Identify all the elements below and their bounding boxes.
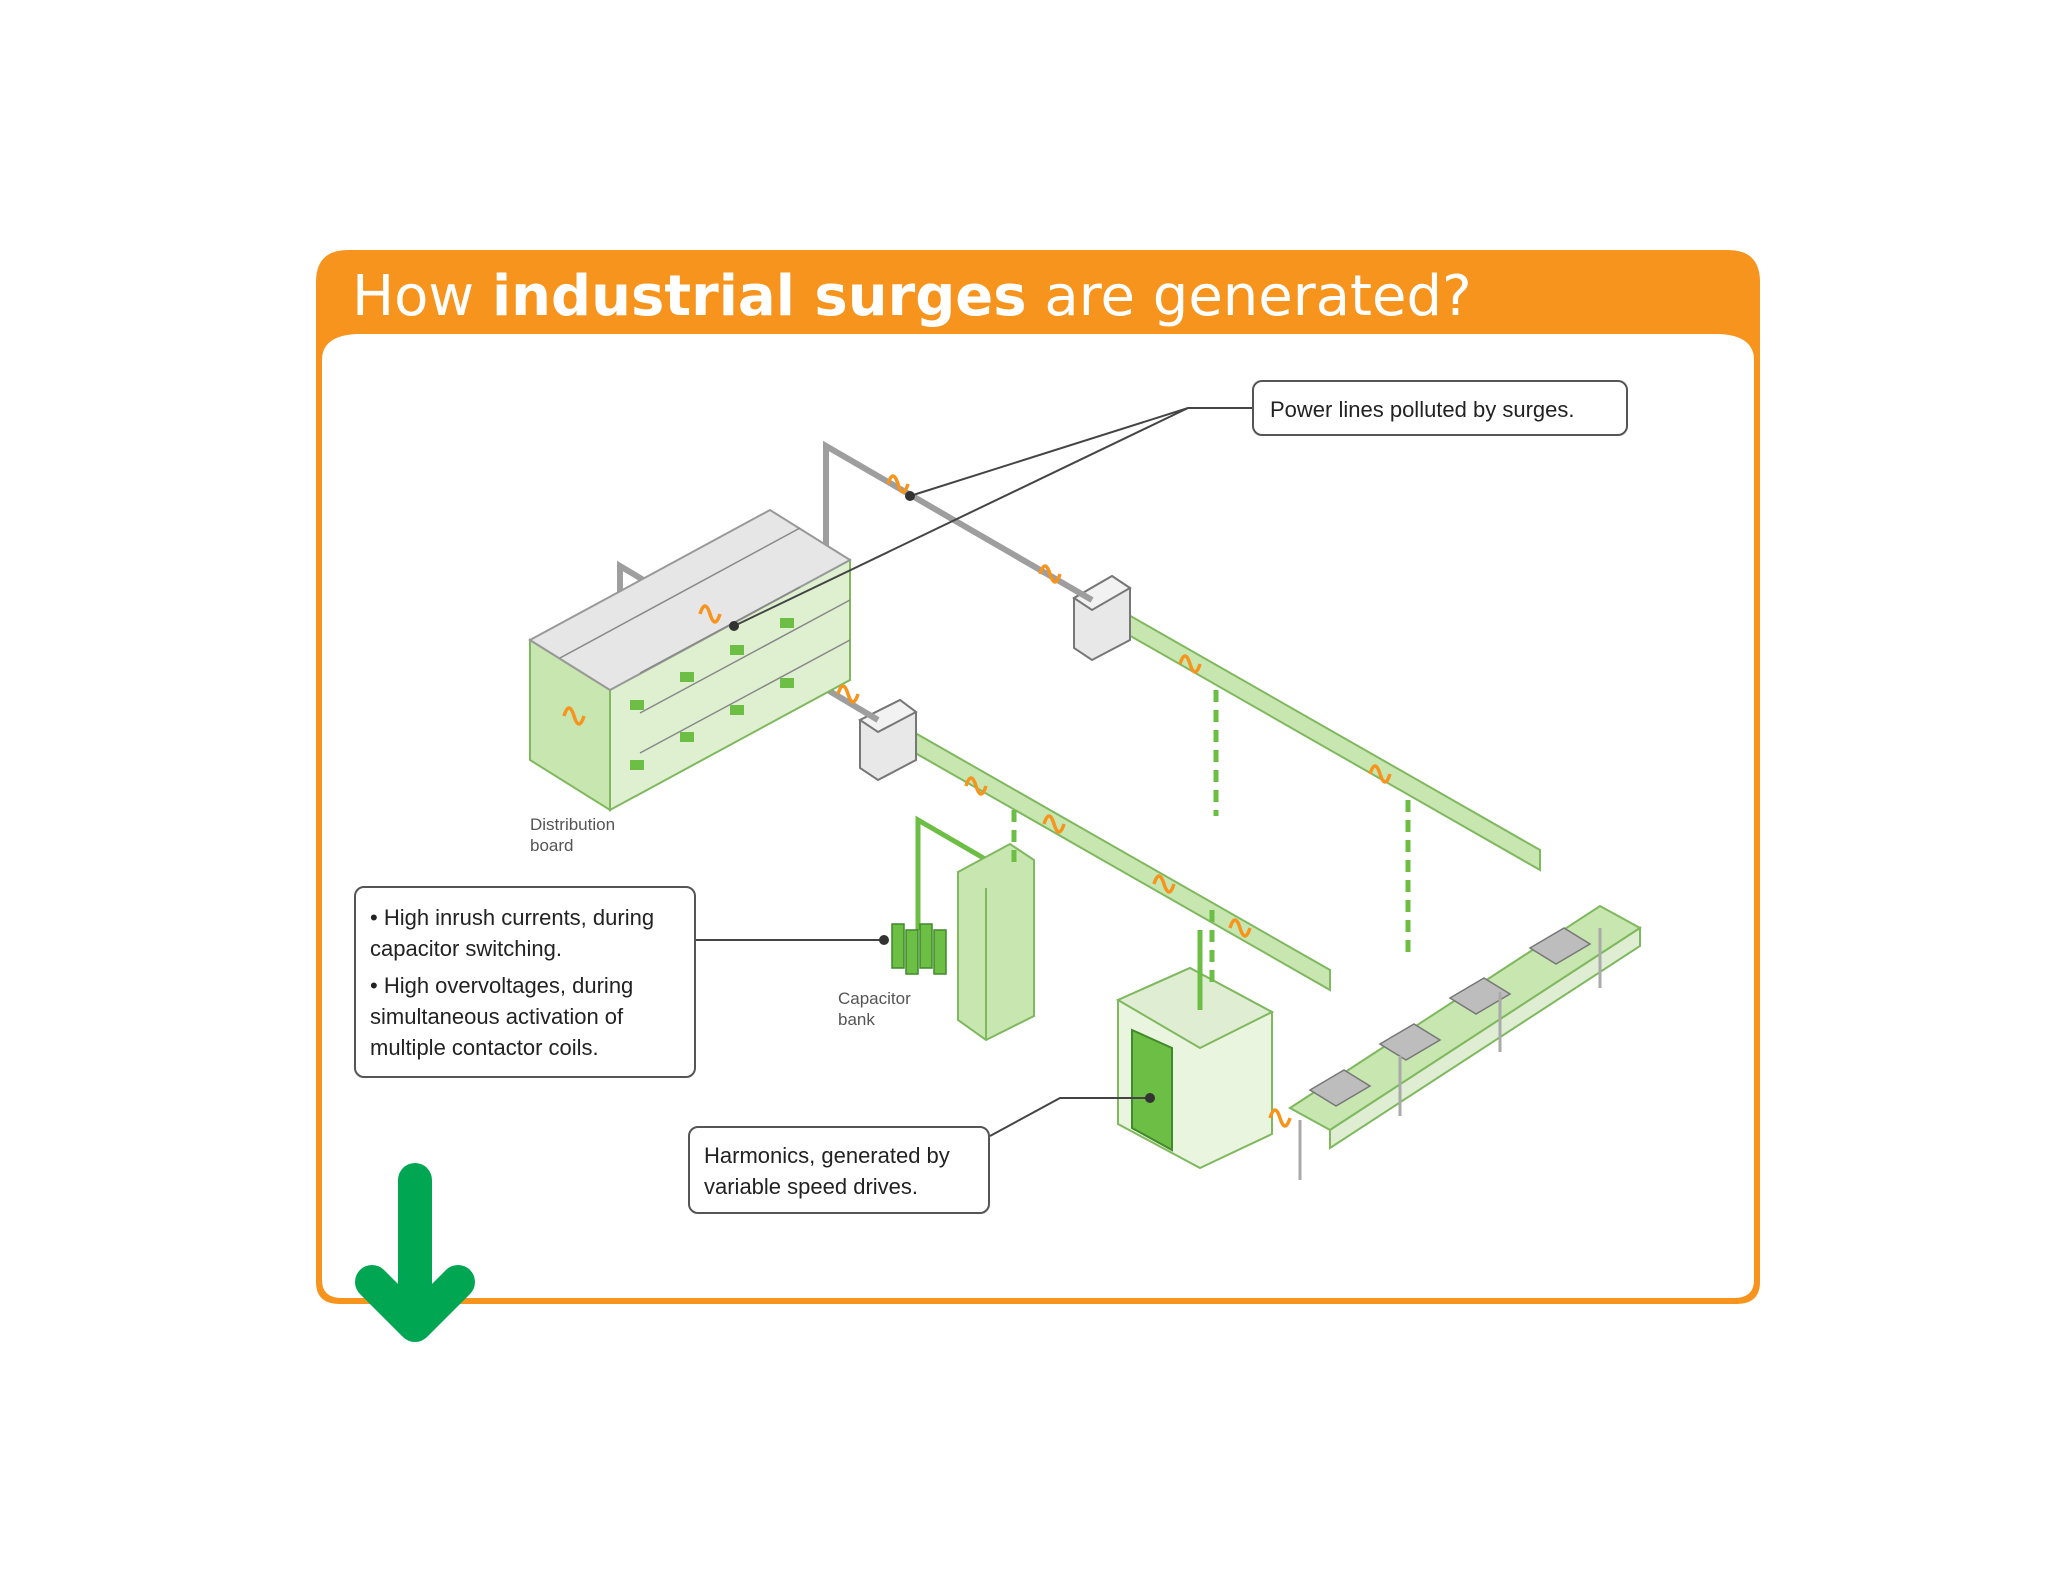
distribution-board bbox=[528, 508, 852, 812]
callout-bullet: • High overvoltages, during simultaneous… bbox=[370, 973, 634, 1060]
leader-dot bbox=[729, 621, 739, 631]
capacitor-bank bbox=[891, 815, 1035, 1042]
conveyor bbox=[1288, 904, 1642, 1180]
drive-cabinet bbox=[1115, 930, 1275, 1170]
callout-harmonics: Harmonics, generated by variable speed d… bbox=[688, 1126, 990, 1214]
leader-lines bbox=[696, 407, 1252, 1137]
label-capacitor-bank: Capacitor bank bbox=[838, 989, 911, 1029]
down-arrow-icon bbox=[355, 1163, 475, 1342]
feed-lines bbox=[1011, 690, 1411, 990]
callout-power-lines: Power lines polluted by surges. bbox=[1252, 380, 1628, 436]
busbar-back bbox=[1072, 574, 1541, 872]
page-title: How industrial surges are generated? bbox=[352, 264, 1472, 329]
callout-capacitor-switching: • High inrush currents, during capacitor… bbox=[354, 886, 696, 1078]
callout-bullet: • High inrush currents, during capacitor… bbox=[370, 905, 655, 961]
leader-dot bbox=[905, 491, 915, 501]
leader-dot bbox=[879, 935, 889, 945]
leader-dot bbox=[1145, 1093, 1155, 1103]
label-distribution-board: Distribution board bbox=[530, 815, 616, 855]
surge-wave-icon bbox=[562, 474, 1392, 1128]
